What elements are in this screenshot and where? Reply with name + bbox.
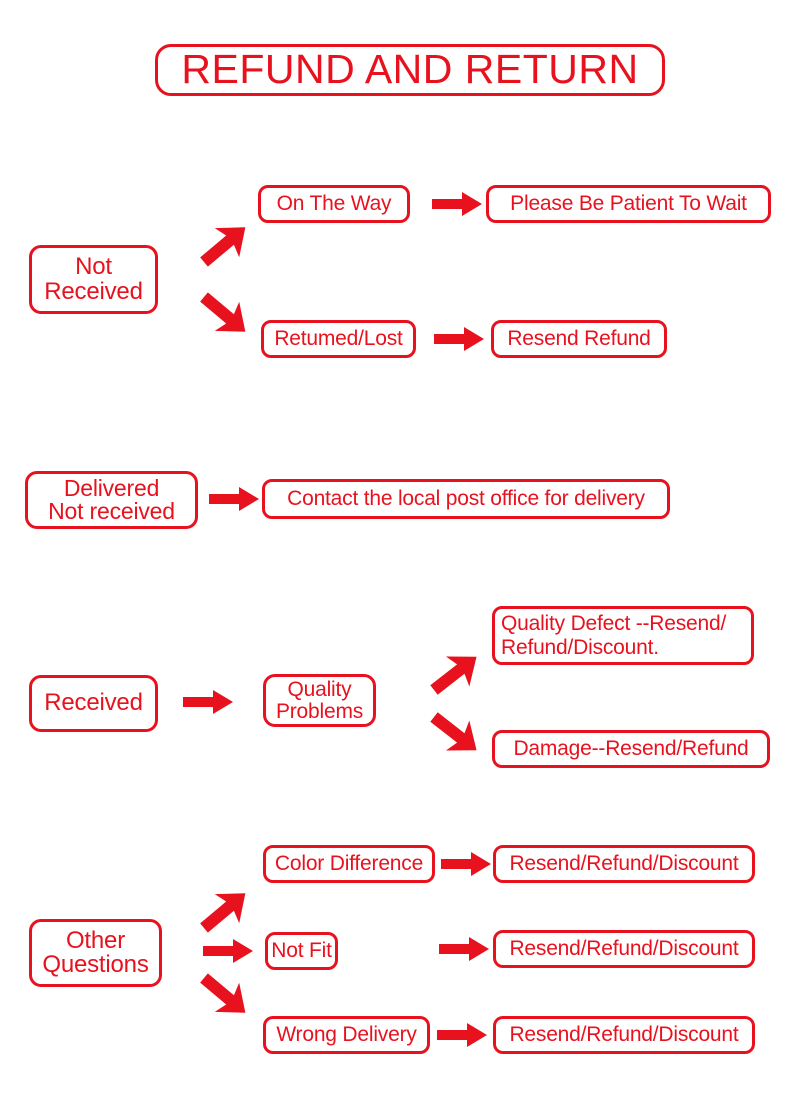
arrow-quality-problems-to-quality-defect [422, 641, 489, 705]
node-returned-lost: Retumed/Lost [261, 320, 416, 358]
arrow-wrong-delivery-to-resend [437, 1023, 487, 1047]
node-received: Received [29, 675, 158, 732]
arrow-other-questions-to-not-fit [203, 939, 253, 963]
node-not-received: Not Received [29, 245, 158, 314]
node-damage-resend-refund: Damage--Resend/Refund [492, 730, 770, 768]
arrow-delivered-to-contact-post-office [209, 487, 259, 511]
arrow-other-questions-to-color-difference [191, 878, 258, 943]
node-resend-refund-discount-color: Resend/Refund/Discount [493, 845, 755, 883]
node-resend-refund-discount-delivery: Resend/Refund/Discount [493, 1016, 755, 1054]
arrow-color-difference-to-resend [441, 852, 491, 876]
arrow-received-to-quality-problems [183, 690, 233, 714]
node-resend-refund-discount-fit: Resend/Refund/Discount [493, 930, 755, 968]
node-wrong-delivery: Wrong Delivery [263, 1016, 430, 1054]
node-delivered-not-received: Delivered Not received [25, 471, 198, 529]
node-on-the-way: On The Way [258, 185, 410, 223]
page-title: REFUND AND RETURN [155, 44, 665, 96]
arrow-not-received-to-returned-lost [191, 282, 258, 347]
arrow-quality-problems-to-damage [422, 702, 489, 766]
arrow-on-the-way-to-please-wait [432, 192, 482, 216]
arrow-returned-lost-to-resend-refund [434, 327, 484, 351]
node-other-questions: Other Questions [29, 919, 162, 987]
node-please-be-patient-to-wait: Please Be Patient To Wait [486, 185, 771, 223]
node-not-fit: Not Fit [265, 932, 338, 970]
node-resend-refund: Resend Refund [491, 320, 667, 358]
node-contact-local-post-office: Contact the local post office for delive… [262, 479, 670, 519]
arrow-not-received-to-on-the-way [191, 212, 258, 277]
node-color-difference: Color Difference [263, 845, 435, 883]
arrow-not-fit-to-resend [439, 937, 489, 961]
node-quality-defect-resend-refund-discount: Quality Defect --Resend/ Refund/Discount… [492, 606, 754, 665]
node-quality-problems: Quality Problems [263, 674, 376, 727]
arrow-other-questions-to-wrong-delivery [191, 963, 258, 1028]
